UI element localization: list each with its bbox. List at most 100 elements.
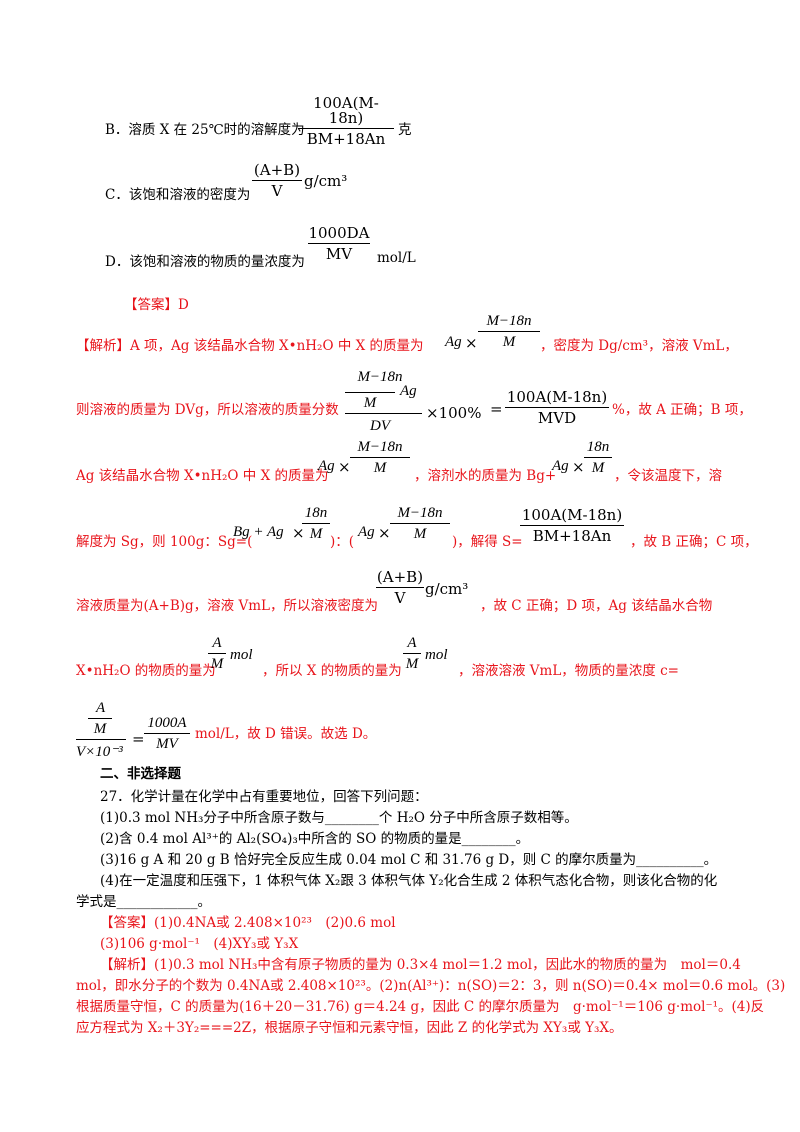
frac-den: MVD (537, 409, 577, 427)
frac-den: M (309, 526, 323, 542)
fraction-mass-fraction: M−18n (345, 370, 415, 387)
frac-den: BM+18An (532, 527, 612, 545)
analysis-line-6b: ，所以 X 的物质的量为 (262, 663, 402, 679)
frac-inner-den: M (345, 392, 395, 412)
fraction-solubility: 100A(M-18n) BM+18An (520, 508, 624, 544)
q27-part-2: (2)含 0.4 mol Al³⁺的 Al₂(SO₄)₃中所含的 SO 的物质的… (100, 831, 530, 847)
density-unit: g/cm³ (425, 580, 469, 598)
option-b-text: B．溶质 X 在 25℃时的溶解度为 (105, 122, 305, 138)
frac-den: M (405, 656, 419, 672)
analysis-line-4d: ，故 B 正确；C 项， (630, 534, 758, 550)
analysis-line-1a: 【解析】A 项，Ag 该结晶水合物 X•nH₂O 中 X 的质量为 (76, 338, 424, 354)
frac-den: M (502, 334, 516, 350)
analysis-line-3a: Ag 该结晶水合物 X•nH₂O 中 X 的质量为 (76, 468, 329, 484)
frac-num: M−18n (486, 313, 532, 329)
q27-explain-3: 根据质量守恒，C 的质量为(16＋20－31.76) g＝4.24 g，因此 C… (76, 999, 765, 1015)
math-a-top: A (96, 700, 106, 716)
analysis-line-5a: 溶液质量为(A+B)g，溶液 VmL，所以溶液密度为 (76, 598, 378, 614)
analysis-line-3c: ，令该温度下，溶 (614, 468, 722, 484)
option-b-den: BM+18An (306, 130, 386, 148)
q27-explain-4: 应方程式为 X₂＋3Y₂===2Z，根据原子守恒和元素守恒，因此 Z 的化学式为… (76, 1020, 623, 1036)
fraction-conc: 1000A MV (144, 716, 190, 752)
frac-den: M (373, 460, 387, 476)
math-mol: mol (425, 647, 448, 663)
q27-answer-2: (3)106 g·mol⁻¹ (4)XY₃或 Y₃X (100, 936, 299, 952)
frac-bar-c (76, 739, 126, 740)
frac-num: A (407, 635, 417, 651)
q27-answer-1: 【答案】(1)0.4NA或 2.408×10²³ (2)0.6 mol (100, 915, 396, 931)
q27-stem: 27．化学计量在化学中占有重要地位，回答下列问题： (100, 789, 428, 805)
option-c-text: C．该饱和溶液的密度为 (105, 187, 251, 203)
main-frac-bar (345, 413, 422, 414)
math-bg: Bg + Ag (233, 524, 284, 540)
frac-num: (A+B) (376, 568, 424, 586)
option-b-fraction: 100A(M-18n) BM+18An (298, 96, 394, 147)
analysis-line-1b: ，密度为 Dg/cm³，溶液 VmL， (540, 338, 738, 354)
frac-num: M−18n (357, 439, 403, 455)
analysis-line-7b: mol/L，故 D 错误。故选 D。 (195, 726, 377, 742)
math-times: × (572, 458, 585, 476)
math-mol: mol (230, 647, 253, 663)
option-d-num: 1000DA (308, 224, 370, 242)
fraction-mvd: 100A(M-18n) MVD (505, 390, 609, 426)
math-m-inner: M (88, 718, 112, 738)
q27-part-3: (3)16 g A 和 20 g B 恰好完全反应生成 0.04 mol C 和… (100, 852, 718, 868)
option-d-den: MV (325, 245, 353, 263)
q27-explain-1: 【解析】(1)0.3 mol NH₃中含有原子物质的量为 0.3×4 mol＝1… (100, 957, 741, 973)
analysis-line-6c: ，溶液溶液 VmL，物质的量浓度 c= (458, 663, 679, 679)
q27-explain-2: mol，即水分子的个数为 0.4NA或 2.408×10²³。(2)n(Al³⁺… (76, 978, 786, 994)
math-ag: Ag (552, 458, 569, 474)
math-v103: V×10⁻³ (76, 744, 123, 760)
frac-num: 100A(M-18n) (521, 506, 623, 524)
math-times: × (292, 524, 305, 542)
frac-num: 18n (586, 439, 610, 455)
math-ag: Ag (318, 458, 335, 474)
analysis-line-4b: )：( (330, 534, 355, 550)
math-times: × (338, 458, 351, 476)
analysis-line-2a: 则溶液的质量为 DVg，所以溶液的质量分数 (76, 402, 339, 418)
option-b: B．溶质 X 在 25℃时的溶解度为 (105, 118, 305, 138)
frac-num: 100A(M-18n) (506, 388, 608, 406)
q27-part-4b: 学式是____________。 (76, 894, 211, 910)
frac-num: M−18n (397, 505, 443, 521)
frac-den: MV (156, 736, 178, 752)
option-c-den: V (271, 182, 283, 200)
frac-num: 18n (304, 505, 328, 521)
analysis-line-5b: ，故 C 正确；D 项，Ag 该结晶水合物 (480, 598, 713, 614)
frac-num: A (212, 635, 222, 651)
math-eq: = (490, 400, 503, 418)
math-times: × (465, 334, 478, 352)
analysis-line-4c: )，解得 S= (452, 534, 523, 550)
option-d-unit: mol/L (377, 250, 416, 266)
analysis-line-2b: %，故 A 正确；B 项， (612, 402, 752, 418)
answer-label: 【答案】D (124, 297, 189, 313)
option-b-suffix: 克 (398, 122, 412, 138)
frac-den: V (394, 589, 406, 607)
option-c-fraction: (A+B) V (252, 163, 302, 199)
frac-num: M−18n (345, 370, 415, 387)
frac-den: M (413, 526, 427, 542)
math-ag: Ag (358, 524, 375, 540)
option-b-num: 100A(M-18n) (313, 94, 379, 127)
option-d-text: D．该饱和溶液的物质的量浓度为 (105, 254, 305, 270)
frac-dv: DV (370, 418, 390, 434)
q27-part-4a: (4)在一定温度和压强下，1 体积气体 X₂跟 3 体积气体 Y₂化合生成 2 … (100, 873, 718, 889)
section-title: 二、非选择题 (100, 766, 181, 782)
option-d-fraction: 1000DA MV (308, 226, 370, 262)
fraction-density: (A+B) V (376, 570, 424, 606)
math-times: × (378, 524, 391, 542)
option-c-unit: g/cm³ (304, 172, 348, 190)
option-c-num: (A+B) (253, 161, 301, 179)
math-ag: Ag (445, 334, 462, 350)
analysis-line-3b: ，溶剂水的质量为 Bg+ (414, 468, 557, 484)
q27-part-1: (1)0.3 mol NH₃分子中所含原子数与________个 H₂O 分子中… (100, 810, 578, 826)
frac-den: M (210, 656, 224, 672)
frac-num: 1000A (147, 715, 187, 731)
